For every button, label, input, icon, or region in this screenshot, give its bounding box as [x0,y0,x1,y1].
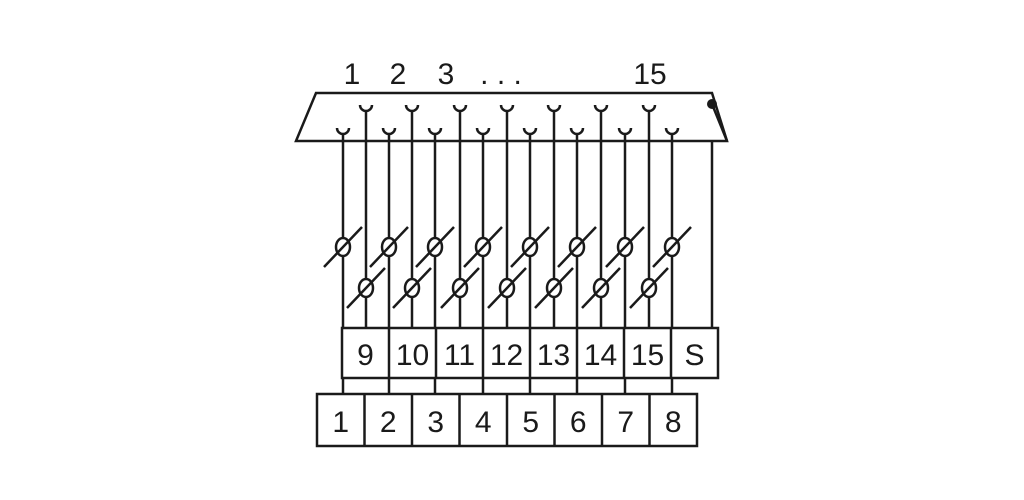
pin-label-2: 2 [390,58,407,91]
filter-icon [369,226,409,268]
terminal-label-upper: S [684,339,704,372]
terminal-label-lower: 1 [332,406,349,439]
terminal-label-lower: 4 [475,406,492,439]
terminal-label-lower: 3 [427,406,444,439]
terminal-block-upper: 9 10 11 12 13 14 15 S [340,326,720,380]
socket-cup-icon [593,104,609,113]
socket-cups-lower-row [335,127,680,136]
filter-icon [510,226,550,268]
socket-cup-icon [617,127,633,136]
filter-icon [415,226,455,268]
pin-label-ellipsis: . . . [480,58,522,91]
terminal-label-lower: 7 [617,406,634,439]
socket-cup-icon [358,104,374,113]
filter-icon [487,267,527,309]
socket-cups-upper-row [358,104,657,113]
socket-cup-icon [569,127,585,136]
socket-cup-icon [522,127,538,136]
terminal-label-upper: 14 [584,339,617,372]
terminal-label-lower: 5 [522,406,539,439]
filter-icon [557,226,597,268]
socket-cup-icon [452,104,468,113]
pin-label-15: 15 [633,58,666,91]
socket-cup-icon [427,127,443,136]
filter-icon [346,267,386,309]
terminal-label-upper: 13 [537,339,570,372]
socket-cup-icon [404,104,420,113]
pin-label-1: 1 [344,58,361,91]
socket-cup-icon [335,127,351,136]
socket-cup-icon [546,104,562,113]
terminal-label-upper: 12 [490,339,523,372]
filter-icon [652,226,692,268]
shield-connection [707,99,729,328]
pin-header-labels: 1 2 3 . . . 15 [344,58,667,91]
terminal-label-upper: 9 [357,339,374,372]
filter-icon [581,267,621,309]
filter-icon [392,267,432,309]
filter-icon [534,267,574,309]
socket-cup-icon [641,104,657,113]
filter-icon [463,226,503,268]
terminal-label-upper: 11 [444,339,475,372]
terminal-label-upper: 15 [631,339,664,372]
terminal-label-lower: 2 [380,406,397,439]
socket-cup-icon [475,127,491,136]
socket-cup-icon [499,104,515,113]
filter-icon [605,226,645,268]
shield-dot-icon [707,99,717,109]
filter-icon [629,267,669,309]
socket-cup-icon [664,127,680,136]
socket-cup-icon [381,127,397,136]
terminal-stubs [341,378,674,394]
filter-icon [323,226,363,268]
filter-icon [440,267,480,309]
terminal-label-lower: 6 [570,406,587,439]
terminal-label-upper: 10 [396,339,429,372]
pin-label-3: 3 [438,58,455,91]
dsub-connector-body [294,91,729,143]
filter-symbols [323,226,692,309]
terminal-label-lower: 8 [665,406,682,439]
